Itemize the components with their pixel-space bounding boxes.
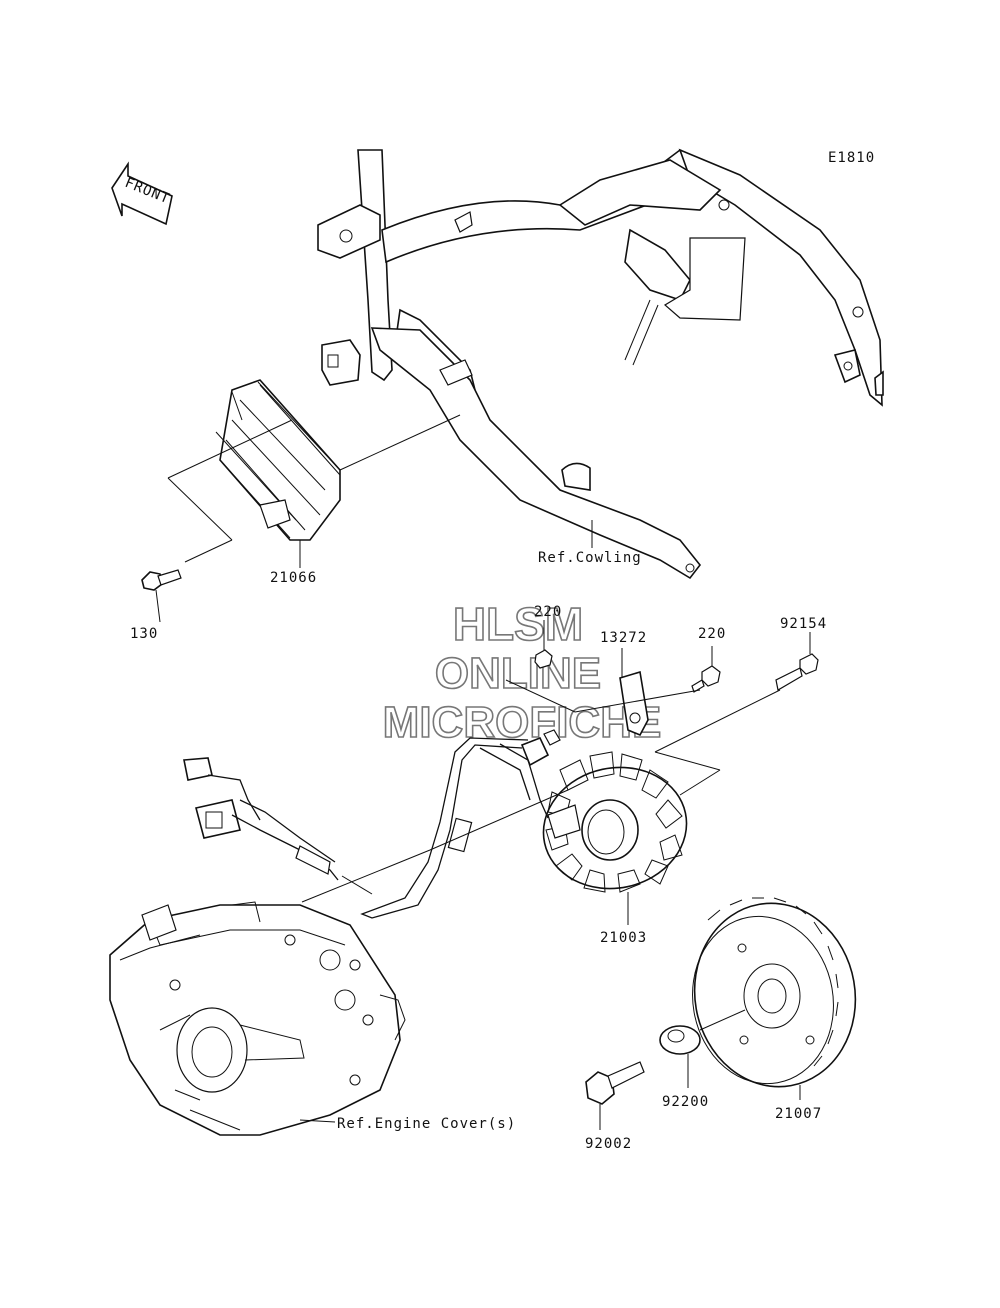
label-21066: 21066 — [270, 570, 317, 586]
rotor-flywheel — [692, 897, 857, 1100]
washer-92200 — [659, 1009, 746, 1088]
watermark-line-1: HLSM — [453, 598, 583, 650]
bolt-92002 — [585, 1061, 645, 1130]
label-ref-engine-cover: Ref.Engine Cover(s) — [337, 1116, 516, 1132]
label-92154: 92154 — [780, 616, 827, 632]
label-92200: 92200 — [662, 1094, 709, 1110]
bolt-220-left — [534, 620, 553, 669]
diagram-code: E1810 — [828, 150, 875, 166]
engine-cover — [109, 901, 406, 1136]
bolt-130 — [141, 569, 182, 623]
bolt-92154 — [775, 632, 819, 691]
label-13272: 13272 — [600, 630, 647, 646]
bolt-220-right — [691, 646, 721, 693]
label-21003: 21003 — [600, 930, 647, 946]
regulator-rectifier — [167, 379, 461, 568]
label-ref-cowling: Ref.Cowling — [538, 550, 642, 566]
label-220-right: 220 — [698, 626, 726, 642]
frame-assembly — [317, 148, 884, 580]
bracket-13272 — [619, 648, 649, 737]
label-220-left: 220 — [534, 604, 562, 620]
watermark: HLSM ONLINE MICROFICHE — [382, 597, 662, 748]
watermark-line-2: ONLINE — [435, 649, 601, 698]
stator — [520, 729, 688, 925]
label-21007: 21007 — [775, 1106, 822, 1122]
label-130: 130 — [130, 626, 158, 642]
wire-harness — [183, 737, 569, 919]
front-arrow-icon: FRONT — [111, 161, 173, 226]
label-92002: 92002 — [585, 1136, 632, 1152]
